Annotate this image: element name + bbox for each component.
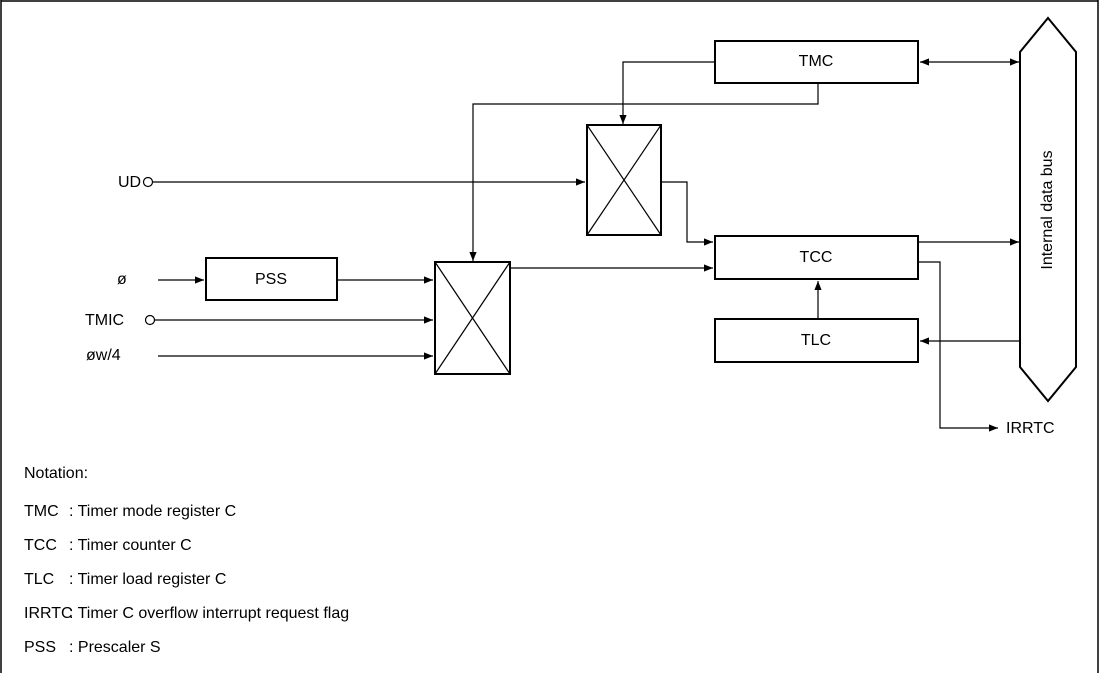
phi-input-label: ø [117,271,127,288]
notation-abbr: TLC [24,571,55,588]
tcc-overflow-line [918,261,998,432]
notation-abbr: PSS [24,639,57,656]
tmc-to-ud-selector-line [619,61,715,124]
irrtc-output-label: IRRTC [1006,420,1055,437]
tlc-label: TLC [801,332,831,349]
bus-label: Internal data bus [1039,150,1056,269]
internal-data-bus [1019,16,1077,403]
phiw4-input-label: øw/4 [86,347,121,364]
notation-title: Notation: [24,465,89,482]
pss-label: PSS [255,271,287,288]
tcc-label: TCC [800,249,833,266]
tmic-input-terminal [144,314,156,326]
notation-desc: : Timer load register C [69,571,227,588]
notation-desc: : Prescaler S [69,639,161,656]
notation-abbr: IRRTC [24,605,73,622]
notation-desc: : Timer mode register C [69,503,237,520]
ud-input-label: UD [118,174,141,191]
tmc-label: TMC [799,53,834,70]
tmc-block [714,40,919,84]
ud-selector-to-tcc-line [661,181,713,246]
up-down-selector [586,124,662,236]
pss-block [205,257,338,301]
notation-desc: : Timer C overflow interrupt request fla… [69,605,350,622]
notation-abbr: TCC [24,537,57,554]
tcc-block [714,235,919,280]
notation-desc: : Timer counter C [69,537,192,554]
tmic-input-label: TMIC [85,312,124,329]
tlc-block [714,318,919,363]
clock-selector [434,261,511,375]
ud-input-terminal [142,176,154,188]
notation-abbr: TMC [24,503,59,520]
